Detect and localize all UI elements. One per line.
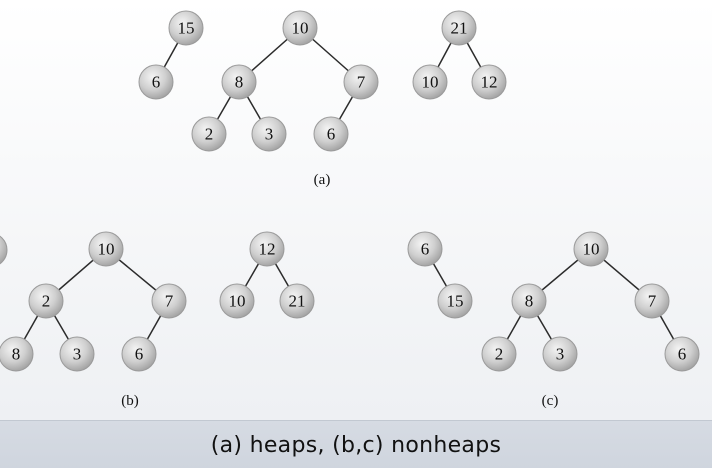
node-circle <box>121 336 157 372</box>
node-circle <box>664 336 700 372</box>
node-label: 15 <box>447 292 464 311</box>
node-circle <box>407 231 443 267</box>
node-circle <box>191 116 227 152</box>
node-circle <box>437 283 473 319</box>
node-circle <box>343 64 379 100</box>
node-label: 3 <box>556 345 565 364</box>
tree-node: 21 <box>279 283 315 319</box>
node-label: 6 <box>421 240 430 259</box>
tree-node: 10 <box>88 231 124 267</box>
node-label: 2 <box>205 125 214 144</box>
node-circle <box>441 10 477 46</box>
tree-node: 8 <box>511 283 547 319</box>
node-label: 10 <box>229 292 246 311</box>
node-label: 10 <box>292 19 309 38</box>
node-circle <box>279 283 315 319</box>
node-label: 10 <box>422 73 439 92</box>
node-label: 21 <box>451 19 468 38</box>
node-label: 2 <box>495 345 504 364</box>
node-circle <box>542 336 578 372</box>
node-label: 15 <box>178 19 195 38</box>
tree-node: 3 <box>59 336 95 372</box>
tree-node: 6 <box>313 116 349 152</box>
node-label: 10 <box>98 240 115 259</box>
tree-node: 6 <box>407 231 443 267</box>
tree-node: 15 <box>437 283 473 319</box>
tree-node: 2 <box>28 283 64 319</box>
node-circle <box>251 116 287 152</box>
panel-label-b: (b) <box>121 393 139 409</box>
node-circle <box>313 116 349 152</box>
node-label: 6 <box>152 73 161 92</box>
tree-node: 2 <box>191 116 227 152</box>
node-label: 10 <box>583 240 600 259</box>
node-circle <box>412 64 448 100</box>
tree-node: 7 <box>343 64 379 100</box>
tree-node: 6 <box>664 336 700 372</box>
node-circle <box>249 231 285 267</box>
node-label: 12 <box>481 73 498 92</box>
node-circle <box>28 283 64 319</box>
tree-node: 6 <box>121 336 157 372</box>
node-label: 21 <box>289 292 306 311</box>
tree-node: 10 <box>219 283 255 319</box>
node-label: 7 <box>357 73 366 92</box>
node-label: 6 <box>327 125 336 144</box>
tree-node: 7 <box>151 283 187 319</box>
node-label: 7 <box>165 292 174 311</box>
node-label: 6 <box>678 345 687 364</box>
node-circle <box>168 10 204 46</box>
tree-node: 10 <box>282 10 318 46</box>
node-circle <box>219 283 255 319</box>
tree-node: 12 <box>471 64 507 100</box>
node-circle <box>0 336 34 372</box>
tree-node: 3 <box>542 336 578 372</box>
tree-node: 10 <box>412 64 448 100</box>
tree-node: 12 <box>249 231 285 267</box>
diagram-background <box>0 0 712 420</box>
node-label: 7 <box>648 292 657 311</box>
tree-node: 3 <box>251 116 287 152</box>
node-circle <box>634 283 670 319</box>
node-circle <box>221 64 257 100</box>
node-circle <box>59 336 95 372</box>
node-label: 8 <box>525 292 534 311</box>
node-circle <box>151 283 187 319</box>
node-label: 3 <box>73 345 82 364</box>
node-label: 8 <box>235 73 244 92</box>
node-circle <box>282 10 318 46</box>
tree-node: 8 <box>0 336 34 372</box>
tree-node: 7 <box>634 283 670 319</box>
node-circle <box>573 231 609 267</box>
node-label: 2 <box>42 292 51 311</box>
node-circle <box>511 283 547 319</box>
node-label: 8 <box>12 345 21 364</box>
cropped-node <box>0 235 8 265</box>
tree-node: 6 <box>138 64 174 100</box>
tree-node: 8 <box>221 64 257 100</box>
node-circle <box>471 64 507 100</box>
node-label: 3 <box>265 125 274 144</box>
caption-bar: (a) heaps, (b,c) nonheaps <box>0 420 712 468</box>
nodes: 15 6 10 8 7 2 3 6 21 10 12 10 2 7 8 3 6 12 10 21 6 15 10 8 7 2 3 6 <box>0 10 700 372</box>
caption: (a) heaps, (b,c) nonheaps <box>210 432 502 458</box>
tree-node: 15 <box>168 10 204 46</box>
node-circle <box>88 231 124 267</box>
node-label: 6 <box>135 345 144 364</box>
node-circle <box>138 64 174 100</box>
panel-label-a: (a) <box>314 172 331 188</box>
node-circle <box>481 336 517 372</box>
tree-node: 10 <box>573 231 609 267</box>
tree-node: 21 <box>441 10 477 46</box>
tree-node: 2 <box>481 336 517 372</box>
node-label: 12 <box>259 240 276 259</box>
panel-label-c: (c) <box>542 393 559 409</box>
